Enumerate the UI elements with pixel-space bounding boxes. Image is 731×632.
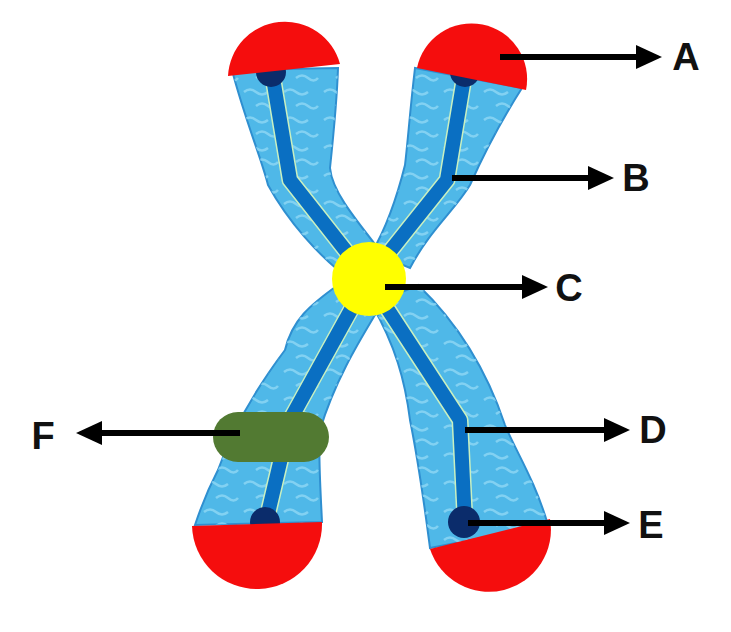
leader-line (500, 54, 640, 60)
leader-line (100, 430, 240, 436)
arrow-head (588, 166, 614, 190)
leader-line (385, 284, 526, 290)
leader-arrows (76, 45, 662, 535)
telomere-cap (228, 22, 340, 76)
callout-letter: F (31, 417, 54, 455)
telomere-cap (192, 522, 322, 589)
arrow-head (604, 511, 630, 535)
centromere (332, 242, 406, 316)
leader-line (468, 520, 608, 526)
arm-texture (195, 68, 548, 548)
callout-letter: D (639, 411, 666, 449)
arrow-head (604, 418, 630, 442)
gene-band (213, 412, 329, 462)
arrow-head (636, 45, 662, 69)
telomeres (192, 22, 551, 592)
telomere-cap (430, 519, 551, 592)
callout-letter: C (555, 269, 582, 307)
texture-upper-left (232, 68, 378, 270)
arrow-head (76, 421, 102, 445)
callout-letter: E (638, 506, 663, 544)
callout-letter: A (672, 38, 699, 76)
leader-line (465, 427, 608, 433)
arm-upper-left (232, 68, 378, 270)
callout-letter: B (622, 159, 649, 197)
strand-ends (250, 57, 480, 538)
leader-line (452, 175, 592, 181)
arrow-head (522, 275, 548, 299)
chromatid-arms (195, 68, 548, 548)
